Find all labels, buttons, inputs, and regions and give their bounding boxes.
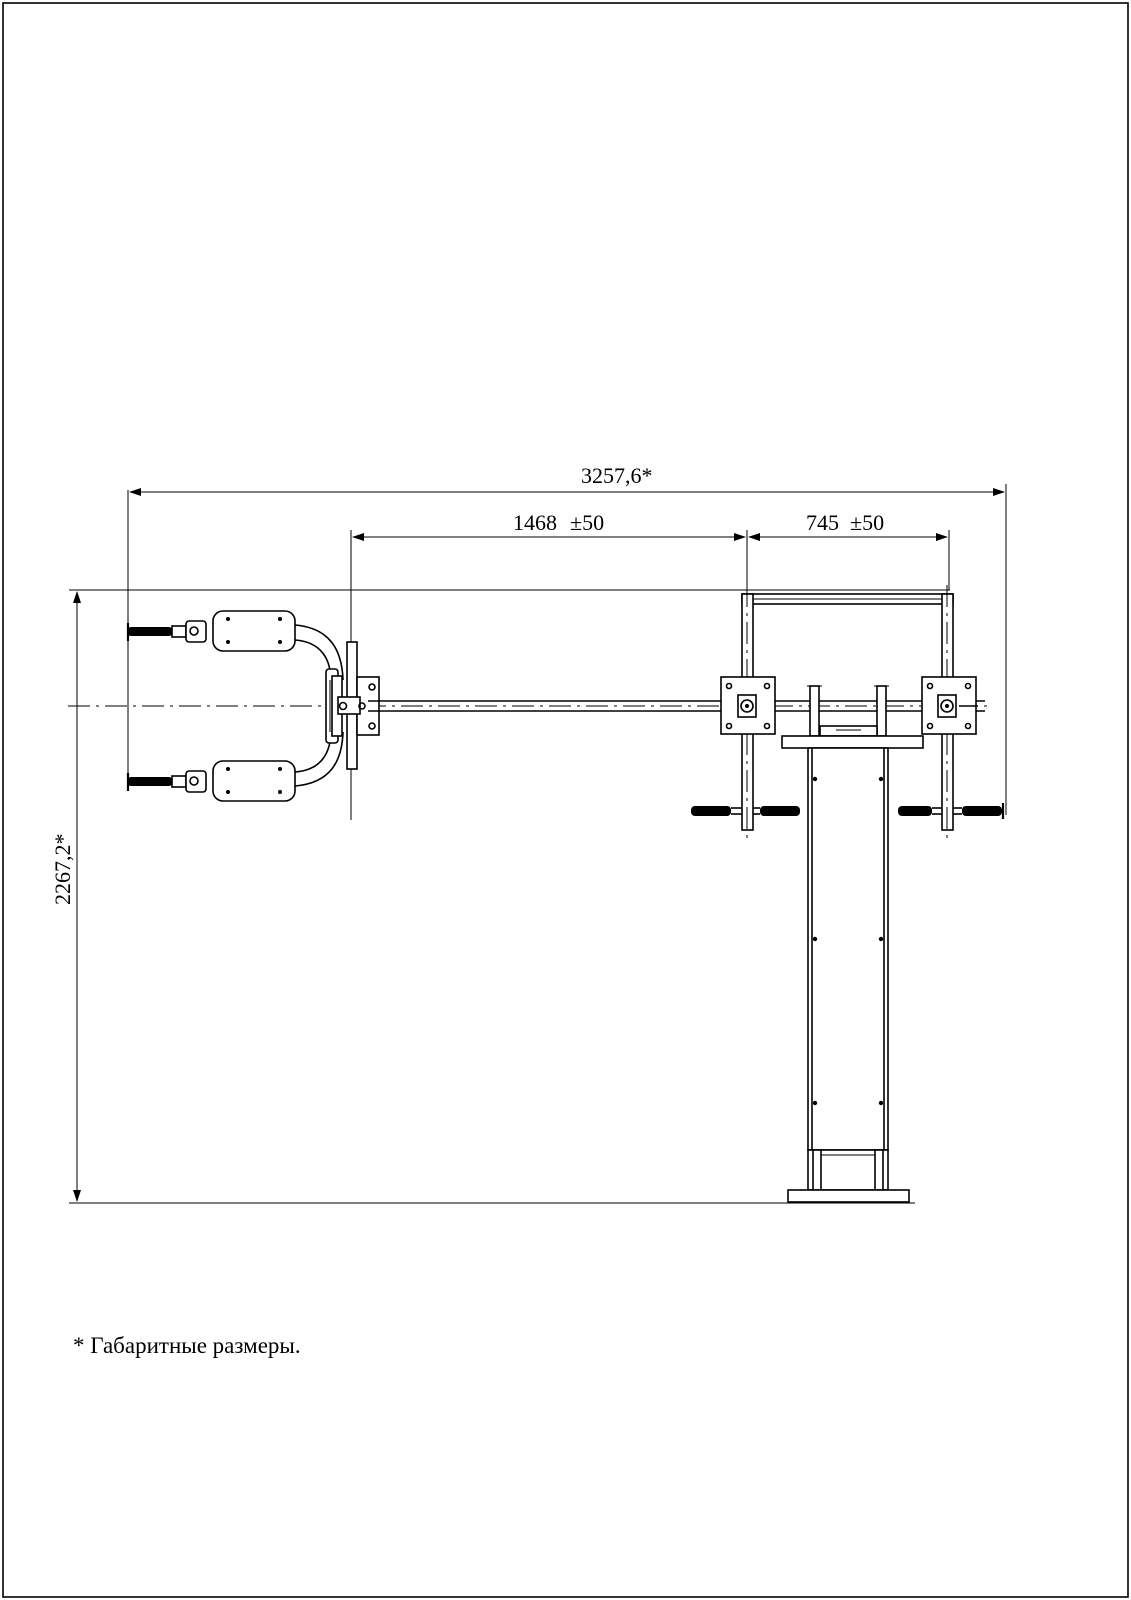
central-post <box>781 685 924 1203</box>
dimension-overall-width: 2267,2* <box>50 589 950 1204</box>
dim-arm-tol-text: ±50 <box>570 510 604 535</box>
dim-arm-value-text: 1468 <box>513 510 557 535</box>
dimension-arm-length: 1468 ±50 <box>350 510 748 820</box>
footnote: * Габаритные размеры. <box>73 1333 301 1358</box>
dimension-stand-gap: 745 ±50 <box>748 510 950 590</box>
frame-assembly <box>691 585 1005 840</box>
dimension-overall-length: 3257,6* <box>127 463 1007 815</box>
dim-overall-length-text: 3257,6* <box>581 463 653 488</box>
seat-assembly <box>126 610 380 802</box>
dim-gap-value-text: 745 <box>806 510 839 535</box>
dim-overall-width-text: 2267,2* <box>50 834 75 906</box>
dim-gap-tol-text: ±50 <box>850 510 884 535</box>
